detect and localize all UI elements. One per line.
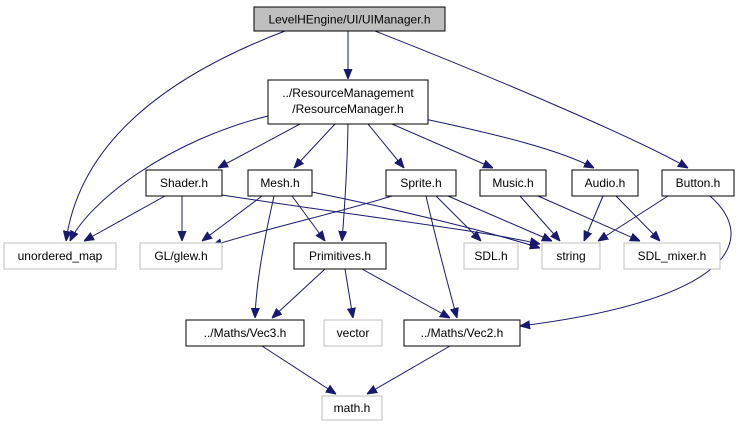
edge-resource-manager-to-unordered-map xyxy=(70,115,269,241)
node-audio-label: Audio.h xyxy=(585,176,626,190)
edge-primitives-to-vec2 xyxy=(361,268,450,318)
node-string[interactable]: string xyxy=(541,242,601,270)
node-vec3-label: ../Maths/Vec3.h xyxy=(204,326,287,340)
edge-resource-manager-to-shader xyxy=(218,123,301,168)
edge-primitives-to-vector xyxy=(344,268,353,318)
edges-layer xyxy=(66,30,732,394)
node-root[interactable]: LevelHEngine/UI/UIManager.h xyxy=(253,6,446,32)
node-vec2[interactable]: ../Maths/Vec2.h xyxy=(403,319,521,347)
edge-root-to-button xyxy=(374,30,688,168)
node-vector[interactable]: vector xyxy=(323,319,383,347)
node-sdl-mixer-label: SDL_mixer.h xyxy=(638,249,707,263)
node-string-label: string xyxy=(556,249,585,263)
node-shader[interactable]: Shader.h xyxy=(145,169,223,197)
edge-sprite-to-sdl xyxy=(435,195,481,241)
node-button[interactable]: Button.h xyxy=(661,169,735,197)
node-audio[interactable]: Audio.h xyxy=(571,169,639,197)
edge-mesh-to-vec3 xyxy=(255,195,275,318)
edge-mesh-to-primitives xyxy=(291,195,325,241)
edge-resource-manager-to-sprite xyxy=(367,123,404,168)
node-primitives-label: Primitives.h xyxy=(309,249,371,263)
node-vector-label: vector xyxy=(337,326,370,340)
edge-shader-to-unordered-map xyxy=(84,195,166,241)
node-glew[interactable]: GL/glew.h xyxy=(139,242,223,270)
edge-root-to-unordered-map xyxy=(66,30,286,241)
edge-primitives-to-vec3 xyxy=(272,268,326,318)
edge-sprite-to-vec2 xyxy=(425,195,457,318)
edge-mesh-to-glew xyxy=(202,195,263,241)
edge-music-to-string xyxy=(519,195,560,241)
node-shader-label: Shader.h xyxy=(160,176,208,190)
node-glew-label: GL/glew.h xyxy=(154,249,207,263)
edge-resource-manager-to-music xyxy=(391,123,493,168)
node-resource-manager-label-line2: /ResourceManager.h xyxy=(292,102,403,116)
edge-resource-manager-to-audio xyxy=(419,117,594,168)
node-vec3[interactable]: ../Maths/Vec3.h xyxy=(185,319,305,347)
node-resource-manager[interactable]: ../ResourceManagement /ResourceManager.h xyxy=(267,79,429,125)
edge-shader-to-string xyxy=(221,194,540,244)
node-music-label: Music.h xyxy=(492,176,533,190)
node-primitives[interactable]: Primitives.h xyxy=(293,242,387,270)
node-math-label: math.h xyxy=(334,401,371,415)
node-root-label: LevelHEngine/UI/UIManager.h xyxy=(268,13,430,27)
edge-audio-to-sdl-mixer xyxy=(615,195,660,241)
edge-resource-manager-to-mesh xyxy=(294,123,336,168)
edge-sprite-to-string xyxy=(447,195,552,241)
node-sprite[interactable]: Sprite.h xyxy=(385,169,457,197)
edge-resource-manager-to-primitives xyxy=(342,123,349,241)
node-mesh-label: Mesh.h xyxy=(260,176,299,190)
node-sprite-label: Sprite.h xyxy=(400,176,441,190)
node-vec2-label: ../Maths/Vec2.h xyxy=(421,326,504,340)
edge-music-to-sdl-mixer xyxy=(537,195,640,241)
node-button-label: Button.h xyxy=(676,176,721,190)
edge-vec3-to-math xyxy=(261,345,336,394)
edge-audio-to-string xyxy=(584,195,604,241)
node-sdl-mixer[interactable]: SDL_mixer.h xyxy=(623,242,721,270)
node-sdl-label: SDL.h xyxy=(474,249,507,263)
edge-vec2-to-math xyxy=(367,345,451,394)
node-unordered-map[interactable]: unordered_map xyxy=(3,242,117,270)
edge-button-to-string xyxy=(598,195,669,241)
node-mesh[interactable]: Mesh.h xyxy=(247,169,313,197)
node-music[interactable]: Music.h xyxy=(479,169,547,197)
node-unordered-map-label: unordered_map xyxy=(18,249,103,263)
node-resource-manager-label-line1: ../ResourceManagement xyxy=(282,86,414,100)
edge-sprite-to-glew xyxy=(212,195,393,246)
node-math[interactable]: math.h xyxy=(321,395,383,421)
node-sdl[interactable]: SDL.h xyxy=(463,242,519,270)
edge-mesh-to-string xyxy=(311,191,540,248)
nodes-layer: LevelHEngine/UI/UIManager.h ../ResourceM… xyxy=(3,6,735,421)
